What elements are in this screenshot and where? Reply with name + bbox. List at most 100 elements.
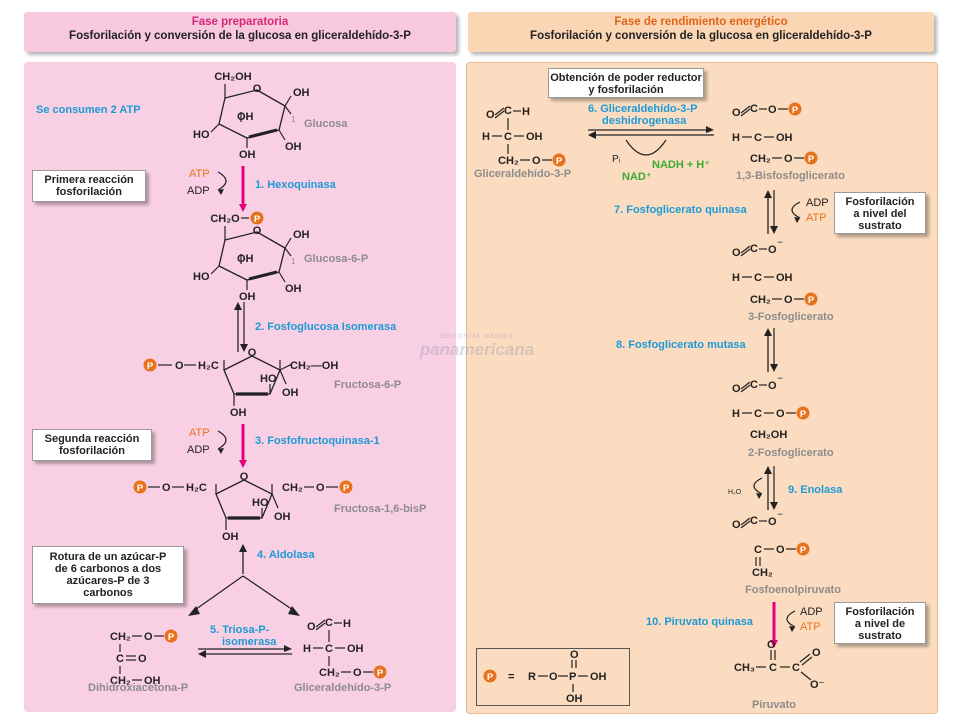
oxygen: O — [162, 482, 171, 494]
molecule-label-3pg: 3-Fosfoglicerato — [748, 311, 834, 323]
bond-line — [271, 493, 279, 509]
atp-label: ATP — [189, 427, 210, 439]
phosphate-legend-box — [476, 648, 630, 706]
phosphate-letter: P — [800, 545, 807, 556]
phosphate-icon — [133, 480, 147, 494]
oh-group: OH — [776, 132, 793, 144]
arrow-head — [588, 131, 596, 139]
oxygen: O — [768, 244, 777, 256]
ring-bold-edge — [248, 128, 278, 139]
arrow-head — [770, 502, 778, 510]
cofactor-curve-arrow — [791, 201, 801, 219]
carbon: C — [754, 408, 762, 420]
enzyme-gapdh: 6. Gliceraldehído-3-P — [588, 103, 697, 115]
oh-group: OH — [237, 253, 254, 265]
arrow-head — [764, 190, 772, 198]
enzyme-fosfoglicerato-mutasa: 8. Fosfoglicerato mutasa — [616, 339, 746, 351]
oxygen: O — [732, 247, 741, 259]
oh-group: OH — [230, 407, 247, 419]
oxygen: O — [316, 482, 325, 494]
phosphate-letter: P — [168, 632, 175, 643]
h2c-group: H₂C — [198, 360, 219, 372]
arrow-head — [756, 493, 762, 499]
oh-group: OH — [285, 141, 302, 153]
bond-line — [740, 381, 751, 390]
arrow-head — [764, 466, 772, 474]
note-line: sustrato — [858, 630, 902, 642]
phosphate-letter: P — [808, 295, 815, 306]
carbon: C — [325, 643, 333, 655]
ch2oh-group: CH₂—OH — [290, 360, 338, 372]
bond-line — [210, 265, 220, 275]
note-line: de 6 carbonos a dos — [54, 563, 162, 575]
oh-group: OH — [526, 131, 543, 143]
enzyme-fosfofructoquinasa: 3. Fosfofructoquinasa-1 — [255, 435, 380, 447]
enzyme-aldolasa: 4. Aldolasa — [257, 549, 316, 561]
ho-group: HO — [193, 271, 210, 283]
fructose-16bisp-ring — [215, 479, 273, 519]
molecule-label-fructose-6p: Fructosa-6-P — [334, 379, 401, 391]
adp-label: ADP — [806, 197, 829, 209]
preparatory-phase-header: Fase preparatoria Fosforilación y conver… — [24, 12, 456, 52]
note-line: sustrato — [858, 220, 902, 232]
oh-group: OH — [566, 693, 583, 705]
bond-line — [278, 271, 286, 283]
adp-label: ADP — [800, 606, 823, 618]
oh-group: OH — [222, 531, 239, 543]
enzyme-fosfoglicerato-quinasa: 7. Fosfoglicerato quinasa — [614, 204, 748, 216]
bond-line — [284, 247, 292, 257]
oxygen: O — [549, 671, 558, 683]
phosphate-icon — [552, 153, 566, 167]
bond-line — [800, 671, 812, 681]
oh-group: OH — [347, 643, 364, 655]
note-line: Fosforilación — [845, 606, 915, 618]
arrow-head — [706, 126, 714, 133]
phosphate-letter: P — [254, 214, 261, 225]
phosphorus: P — [569, 671, 576, 683]
bond-line — [801, 656, 813, 666]
ch2-group: CH₂ — [319, 667, 340, 679]
carbon: C — [750, 379, 758, 391]
phosphate-icon — [373, 665, 387, 679]
bond-line — [279, 363, 293, 371]
phosphate-icon — [339, 480, 353, 494]
ch2-group: CH₂ — [750, 153, 771, 165]
phosphate-icon — [164, 629, 178, 643]
carbon: C — [754, 132, 762, 144]
phosphate-letter: P — [147, 361, 154, 372]
molecule-label-dhap: Dihidroxiacetona-P — [88, 682, 188, 694]
cofactor-curve-arrow — [753, 477, 763, 495]
bond-line — [740, 248, 751, 257]
ho-group: HO — [193, 129, 210, 141]
ch2-group: CH₂ — [282, 482, 303, 494]
enzyme-triosa-p-isomerasa: 5. Triosa-P- — [210, 624, 270, 636]
phosphate-letter: P — [556, 156, 563, 167]
arrow-head — [218, 189, 224, 195]
carbon-number: 1 — [291, 115, 296, 124]
ch2-group: CH₂ — [752, 567, 773, 579]
oxygen: O — [768, 104, 777, 116]
bond-line — [740, 105, 751, 114]
carbon: C — [750, 515, 758, 527]
oxygen: O — [532, 155, 541, 167]
arrow-head — [239, 460, 247, 468]
enzyme-gapdh: deshidrogenasa — [602, 115, 687, 127]
oxygen: O — [812, 647, 821, 659]
split-arrow-right — [242, 575, 297, 613]
phosphate-letter: P — [487, 672, 494, 683]
arrow-head — [218, 448, 224, 454]
oxygen: O — [732, 519, 741, 531]
cofactor-curve-arrow — [217, 430, 227, 450]
molecule-label-2pg: 2-Fosfoglicerato — [748, 447, 834, 459]
bond-line — [799, 653, 811, 663]
carbon: C — [792, 662, 800, 674]
oxygen: O — [175, 360, 184, 372]
bond-line — [740, 517, 751, 526]
phosphate-letter: P — [137, 483, 144, 494]
carbon: C — [504, 105, 512, 117]
enzyme-fosfoglucosa-isomerasa: 2. Fosfoglucosa Isomerasa — [255, 321, 397, 333]
oh-group: OH — [274, 511, 291, 523]
atp-label: ATP — [806, 212, 827, 224]
cofactor-curve-arrow — [625, 139, 667, 156]
enzyme-hexoquinasa: 1. Hexoquinasa — [255, 179, 337, 191]
